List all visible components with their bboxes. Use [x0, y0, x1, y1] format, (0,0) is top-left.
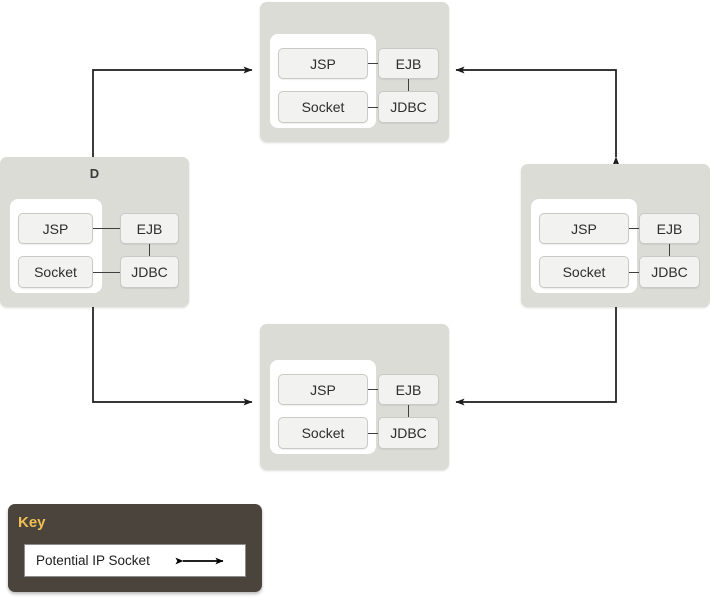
component-label: EJB: [136, 220, 163, 237]
key-entry-label: Potential IP Socket: [36, 553, 150, 568]
connector-left-top: [89, 66, 253, 166]
component-jsp[interactable]: JSP: [539, 213, 629, 244]
node-right-link-ejb-jdbc: [669, 241, 670, 259]
double-headed-arrow-icon: [175, 557, 224, 564]
component-label: JSP: [42, 220, 69, 237]
component-socket[interactable]: Socket: [278, 417, 368, 449]
component-ejb[interactable]: EJB: [378, 48, 439, 79]
component-socket[interactable]: Socket: [539, 256, 629, 288]
component-label: JSP: [310, 55, 336, 72]
connector-right-top: [455, 66, 620, 166]
node-right[interactable]: JSP Socket EJB JDBC: [521, 164, 710, 307]
node-left-label: D: [89, 166, 100, 181]
component-jsp[interactable]: JSP: [278, 374, 368, 405]
component-label: JDBC: [651, 264, 688, 280]
component-label: EJB: [656, 220, 683, 237]
component-label: JDBC: [131, 264, 168, 280]
component-ejb[interactable]: EJB: [378, 374, 439, 405]
component-jsp[interactable]: JSP: [278, 48, 368, 79]
component-jdbc[interactable]: JDBC: [378, 91, 439, 123]
component-label: JSP: [571, 220, 597, 237]
component-label: JDBC: [390, 425, 427, 441]
node-left-link-ejb-jdbc: [149, 241, 150, 259]
component-label: EJB: [395, 55, 422, 72]
component-label: Socket: [301, 99, 345, 115]
key-entry-potential-ip-socket[interactable]: Potential IP Socket: [24, 544, 246, 577]
node-left[interactable]: D JSP Socket EJB JDBC: [0, 157, 189, 307]
connector-right-bottom: [455, 298, 620, 406]
component-label: Socket: [562, 264, 606, 280]
component-jsp[interactable]: JSP: [18, 213, 93, 244]
node-top[interactable]: JSP Socket EJB JDBC: [260, 2, 449, 142]
component-socket[interactable]: Socket: [18, 256, 93, 288]
component-jdbc[interactable]: JDBC: [639, 256, 700, 288]
component-label: EJB: [395, 381, 422, 398]
node-bottom[interactable]: JSP Socket EJB JDBC: [260, 324, 449, 470]
node-left-link-jsp-ejb: [92, 228, 122, 229]
component-label: JSP: [310, 381, 336, 398]
component-label: Socket: [301, 425, 345, 441]
component-jdbc[interactable]: JDBC: [120, 256, 179, 288]
component-socket[interactable]: Socket: [278, 91, 368, 123]
component-label: Socket: [34, 264, 77, 280]
connector-left-bottom: [89, 298, 253, 406]
node-top-link-ejb-jdbc: [408, 76, 409, 94]
component-label: JDBC: [390, 99, 427, 115]
node-left-link-socket-jdbc: [92, 272, 122, 273]
component-ejb[interactable]: EJB: [120, 213, 179, 244]
component-ejb[interactable]: EJB: [639, 213, 700, 244]
component-jdbc[interactable]: JDBC: [378, 417, 439, 449]
node-bottom-link-ejb-jdbc: [408, 402, 409, 420]
key-title: Key: [18, 514, 46, 531]
key-legend: Key Potential IP Socket: [8, 504, 262, 592]
